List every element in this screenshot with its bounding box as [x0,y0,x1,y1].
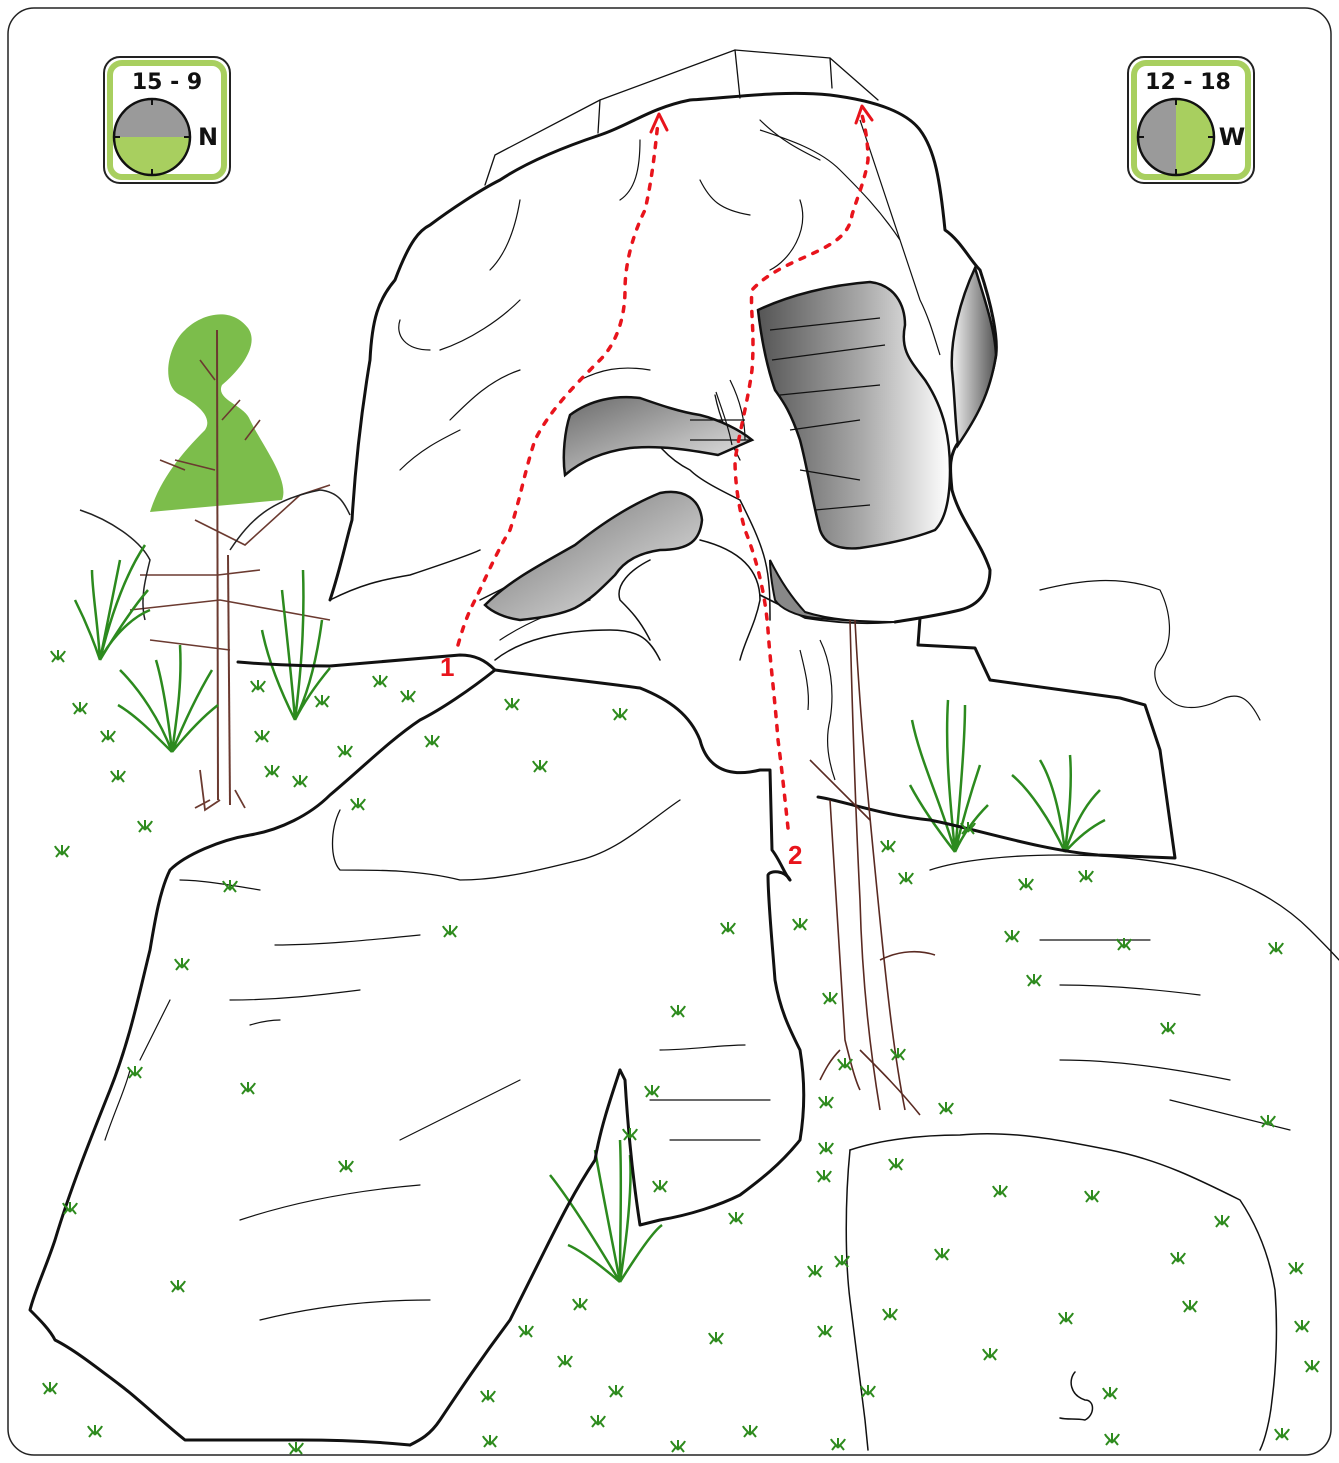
badge-right-hours: 12 - 18 [1145,70,1231,95]
sun-exposure-badge-left: 15 - 9 N [104,57,230,183]
compass-dial-icon [114,99,190,175]
badge-right-direction: W [1219,123,1245,151]
badge-left-direction: N [198,123,218,151]
route-2-number: 2 [788,840,802,870]
compass-dial-icon [1138,99,1214,175]
topo-frame [8,8,1331,1455]
route-1-number: 1 [440,652,454,682]
sun-exposure-badge-right: 12 - 18 W [1128,57,1254,183]
badge-left-hours: 15 - 9 [132,70,202,95]
